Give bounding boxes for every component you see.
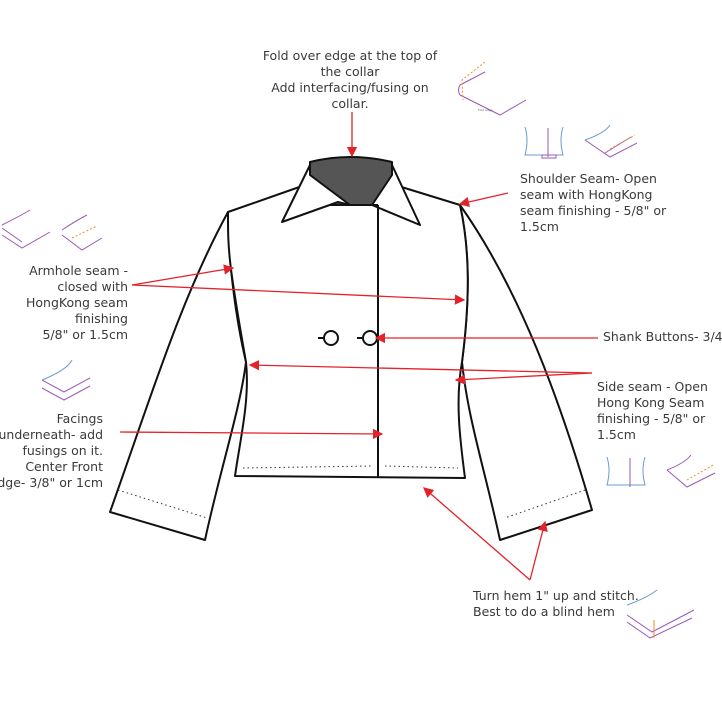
- side-seam-illustrations: [606, 454, 716, 488]
- facings-annotation: Facings underneath- add fusings on it. C…: [0, 411, 103, 490]
- armhole-seam-annotation: Armhole seam - closed with HongKong seam…: [26, 263, 128, 342]
- facing-illustration: [41, 359, 91, 401]
- fold-edge-illustration: [458, 61, 527, 116]
- armhole-seam-illustrations: [1, 209, 103, 251]
- hem-annotation: Turn hem 1" up and stitch. Best to do a …: [473, 588, 639, 619]
- button-right: [362, 330, 378, 346]
- button-left: [323, 330, 339, 346]
- collar-annotation: Fold over edge at the top of the collar …: [262, 48, 438, 111]
- fold-edge-caption: Fold edge: [478, 108, 493, 112]
- open-seam-illustration: [524, 126, 564, 159]
- jacket-outline: [109, 156, 593, 541]
- shoulder-seam-annotation: Shoulder Seam- Open seam with HongKong s…: [520, 171, 667, 234]
- blind-hem-illustration: [626, 589, 695, 639]
- side-seam-annotation: Side seam - Open Hong Kong Seam finishin…: [597, 379, 708, 442]
- shank-buttons-annotation: Shank Buttons- 3/4": [603, 329, 722, 344]
- jacket-body: [227, 184, 469, 479]
- left-collar: [281, 164, 351, 223]
- annotation-arrows: [119, 112, 598, 581]
- seam-illustrations: [1, 61, 716, 639]
- left-sleeve: [109, 211, 247, 541]
- topstitching: [117, 465, 586, 519]
- hongkong-seam-illustration: [584, 124, 638, 158]
